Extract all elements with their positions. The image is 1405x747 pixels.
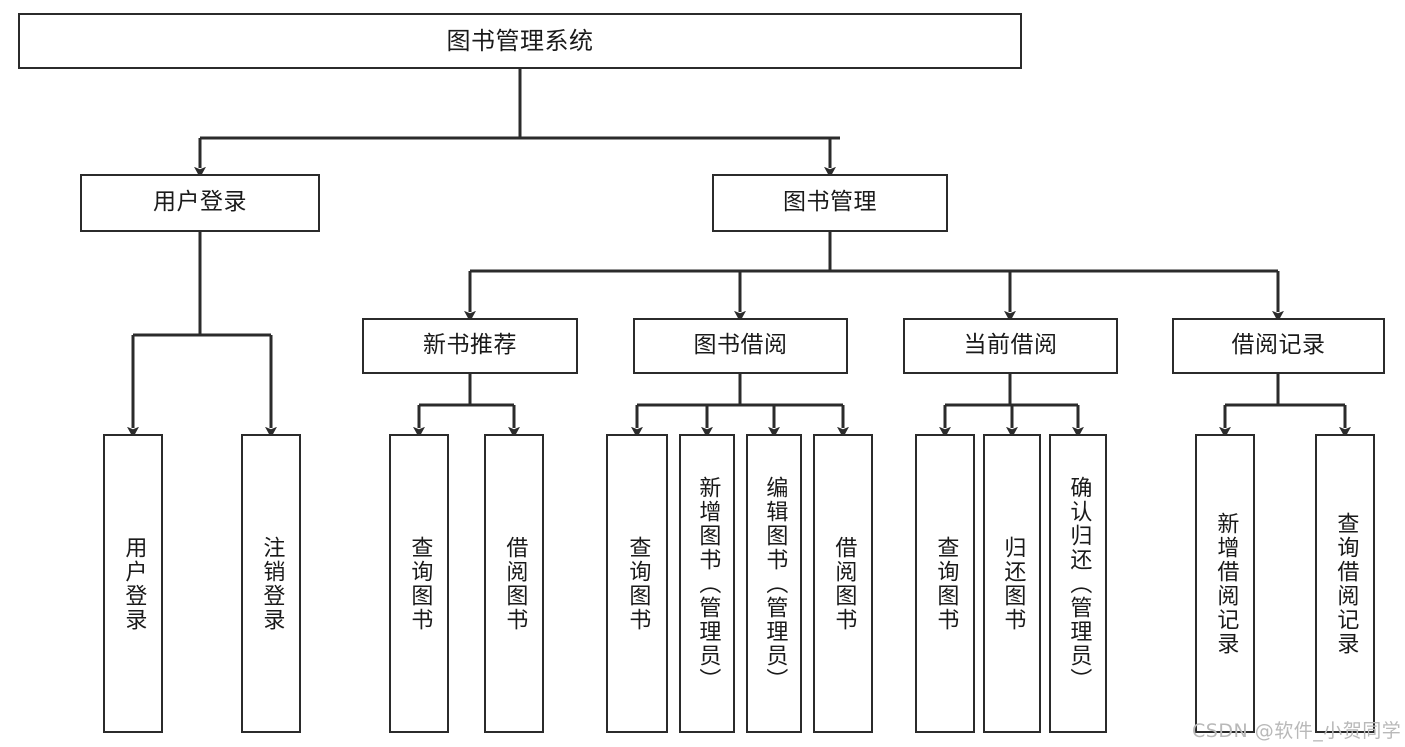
leaf-logout[interactable]: 注销登录 bbox=[241, 434, 301, 733]
leaf-confirm-return[interactable]: 确认归还（管理员） bbox=[1049, 434, 1107, 733]
node-book-borrow-label: 图书借阅 bbox=[693, 332, 788, 359]
node-book-borrow[interactable]: 图书借阅 bbox=[633, 318, 848, 374]
node-book-manage-label: 图书管理 bbox=[783, 189, 877, 216]
leaf-query-book-1-label: 查询图书 bbox=[407, 535, 433, 632]
node-book-manage[interactable]: 图书管理 bbox=[712, 174, 948, 232]
leaf-query-book-2-label: 查询图书 bbox=[625, 535, 651, 632]
node-root[interactable]: 图书管理系统 bbox=[18, 13, 1022, 69]
leaf-query-book-3-label: 查询图书 bbox=[933, 535, 959, 632]
leaf-query-book-2[interactable]: 查询图书 bbox=[606, 434, 668, 733]
node-borrow-record-label: 借阅记录 bbox=[1231, 332, 1326, 359]
leaf-query-record-label: 查询借阅记录 bbox=[1333, 511, 1359, 656]
leaf-return-book[interactable]: 归还图书 bbox=[983, 434, 1041, 733]
leaf-edit-book[interactable]: 编辑图书（管理员） bbox=[746, 434, 802, 733]
leaf-logout-label: 注销登录 bbox=[259, 535, 285, 632]
node-borrow-record[interactable]: 借阅记录 bbox=[1172, 318, 1385, 374]
node-user-login-label: 用户登录 bbox=[153, 189, 247, 216]
leaf-confirm-return-label: 确认归还（管理员） bbox=[1066, 475, 1092, 692]
leaf-query-book-3[interactable]: 查询图书 bbox=[915, 434, 975, 733]
leaf-query-record[interactable]: 查询借阅记录 bbox=[1315, 434, 1375, 733]
node-new-book-rec-label: 新书推荐 bbox=[423, 332, 517, 359]
node-new-book-rec[interactable]: 新书推荐 bbox=[362, 318, 578, 374]
node-root-label: 图书管理系统 bbox=[446, 26, 594, 55]
leaf-return-book-label: 归还图书 bbox=[1000, 535, 1026, 632]
leaf-add-record[interactable]: 新增借阅记录 bbox=[1195, 434, 1255, 733]
leaf-query-book-1[interactable]: 查询图书 bbox=[389, 434, 449, 733]
node-current-borrow-label: 当前借阅 bbox=[963, 332, 1058, 359]
leaf-borrow-book-2-label: 借阅图书 bbox=[831, 535, 857, 632]
leaf-edit-book-label: 编辑图书（管理员） bbox=[762, 475, 788, 692]
leaf-user-login-label: 用户登录 bbox=[121, 535, 147, 632]
node-current-borrow[interactable]: 当前借阅 bbox=[903, 318, 1118, 374]
leaf-add-book-label: 新增图书（管理员） bbox=[695, 475, 721, 692]
leaf-borrow-book-2[interactable]: 借阅图书 bbox=[813, 434, 873, 733]
leaf-borrow-book-1-label: 借阅图书 bbox=[502, 535, 528, 632]
node-user-login[interactable]: 用户登录 bbox=[80, 174, 320, 232]
leaf-add-book[interactable]: 新增图书（管理员） bbox=[679, 434, 735, 733]
leaf-user-login[interactable]: 用户登录 bbox=[103, 434, 163, 733]
leaf-borrow-book-1[interactable]: 借阅图书 bbox=[484, 434, 544, 733]
leaf-add-record-label: 新增借阅记录 bbox=[1213, 511, 1239, 656]
csdn-watermark: CSDN @软件_小贺同学 bbox=[1192, 720, 1402, 742]
